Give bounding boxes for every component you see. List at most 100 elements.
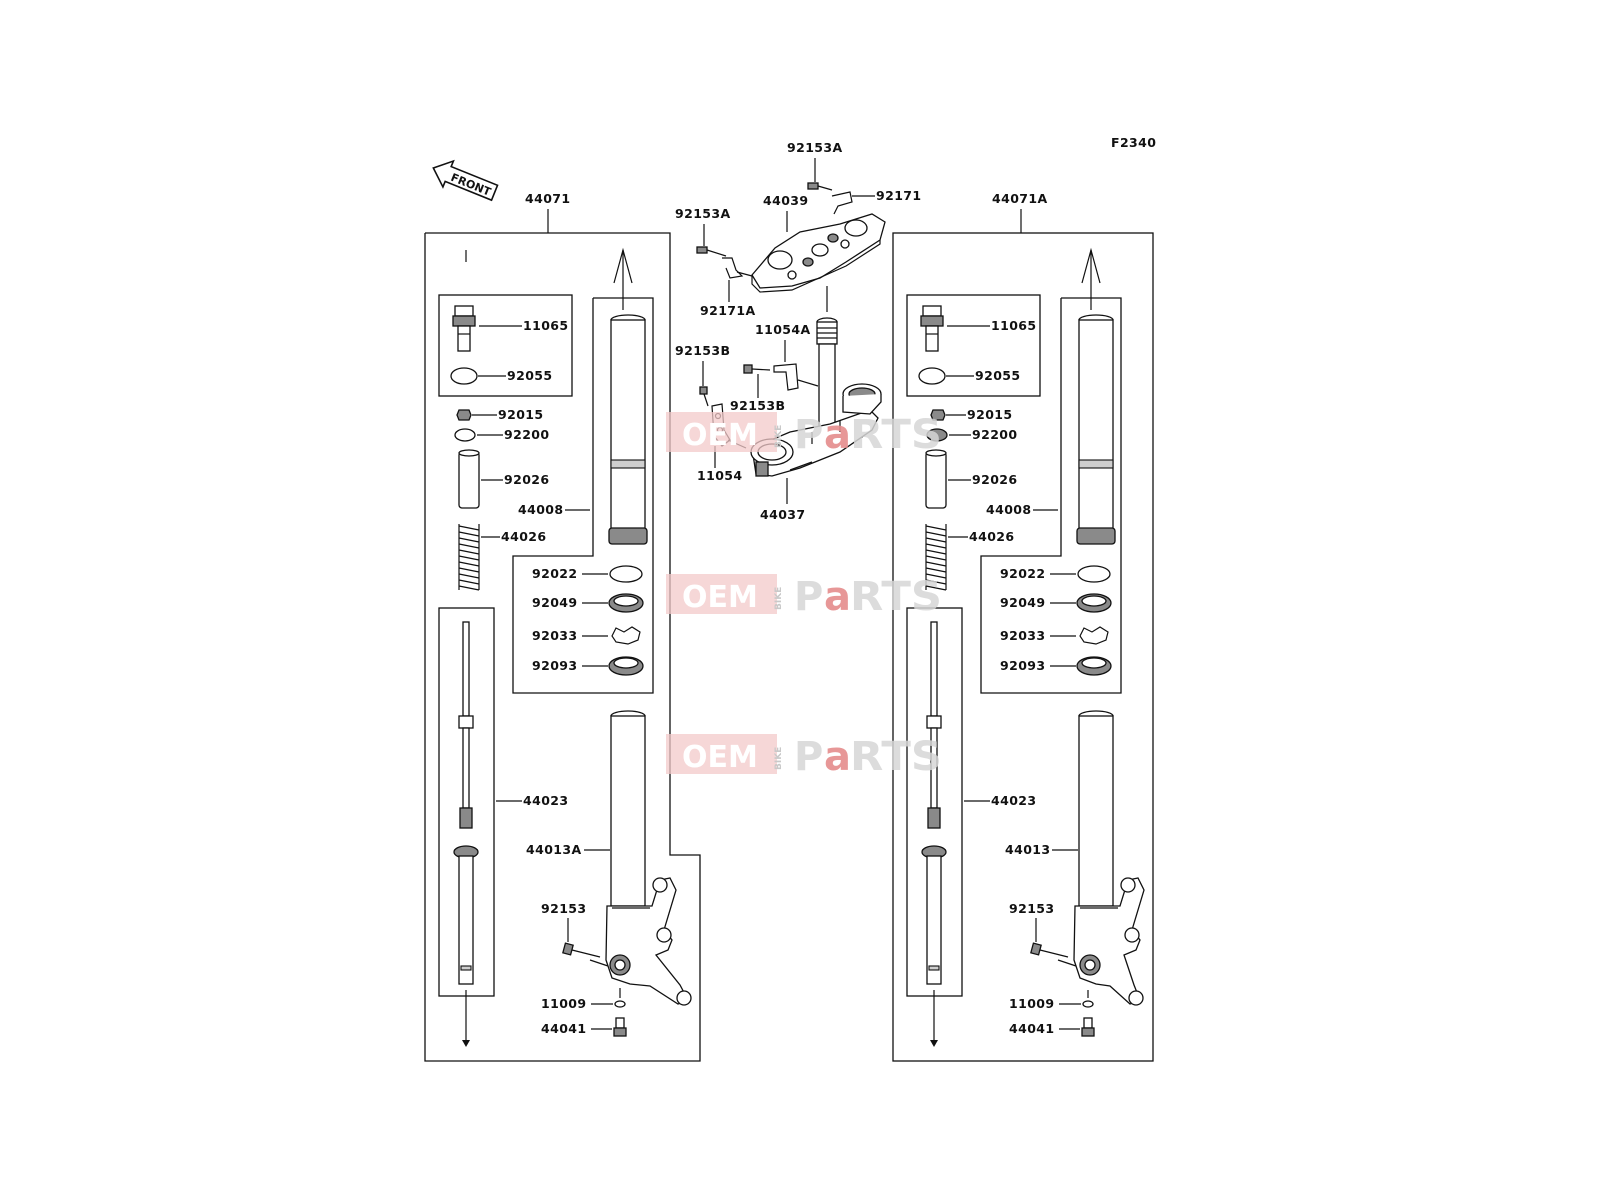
label-nut-left: 92015 <box>498 407 544 422</box>
stem-bracket-icon <box>773 363 799 391</box>
svg-text:OEM: OEM <box>682 418 758 453</box>
right-fork-assembly: 44071A 11065 92055 92015 92200 92026 <box>892 191 1154 1062</box>
upper-bracket-icon <box>751 213 886 293</box>
svg-text:P: P <box>794 574 823 620</box>
left-nut-icon <box>456 409 472 421</box>
label-dust-seal-left: 92093 <box>532 658 578 673</box>
label-bolt-top: 92153A <box>787 140 843 155</box>
label-washer-right: 92200 <box>972 427 1018 442</box>
left-spring-icon <box>458 524 480 591</box>
label-cap-bolt-left: 11065 <box>523 318 569 333</box>
svg-text:RTS: RTS <box>850 734 942 780</box>
label-inner-tube-left: 44008 <box>518 502 564 517</box>
left-gasket-icon <box>614 1000 626 1008</box>
label-bolt-left: 92153A <box>675 206 731 221</box>
label-lower-stem: 44037 <box>760 507 806 522</box>
left-oil-seal-icon <box>608 593 644 613</box>
right-oil-seal-ring-icon <box>1077 565 1111 583</box>
label-collar-right: 92026 <box>972 472 1018 487</box>
bolt-b-right-icon <box>743 364 771 374</box>
svg-text:BIKE: BIKE <box>774 747 784 770</box>
left-axle-bolt-icon <box>562 942 601 958</box>
label-washer-left: 92200 <box>504 427 550 442</box>
label-oil-seal-ring-right: 92022 <box>1000 566 1046 581</box>
label-inner-tube-right: 44008 <box>986 502 1032 517</box>
svg-text:RTS: RTS <box>850 574 942 620</box>
label-outer-tube-left: 44013A <box>526 842 582 857</box>
right-nut-icon <box>930 409 946 421</box>
steering-stem-icon <box>816 286 838 431</box>
right-o-ring-icon <box>918 367 946 385</box>
right-spring-icon <box>925 524 947 591</box>
left-bolt-icon <box>696 246 727 257</box>
label-assembly-left: 44071 <box>525 191 571 206</box>
left-assembly-frame <box>424 232 701 1062</box>
right-axle-bolt-icon <box>1030 942 1069 958</box>
label-stem-bracket: 11054A <box>755 322 811 337</box>
label-bolt-b-right: 92153B <box>730 398 785 413</box>
left-clamp-icon <box>722 257 744 279</box>
label-gasket-right: 11009 <box>1009 996 1055 1011</box>
label-oil-seal-ring-left: 92022 <box>532 566 578 581</box>
left-inner-tube-icon <box>608 314 648 545</box>
left-cap-bolt-icon <box>452 305 476 352</box>
svg-text:P: P <box>794 734 823 780</box>
watermark-1: OEM BIKE P a RTS <box>666 412 942 458</box>
right-cap-box <box>906 294 1041 397</box>
front-arrow-icon: FRONT <box>432 159 499 202</box>
label-dust-seal-right: 92093 <box>1000 658 1046 673</box>
diagram-code: F2340 <box>1111 135 1156 150</box>
right-inner-box <box>980 297 1122 694</box>
label-spring-left: 44026 <box>501 529 547 544</box>
svg-text:a: a <box>824 734 851 780</box>
right-outer-tube-icon <box>1073 710 1145 1006</box>
left-circlip-icon <box>611 626 641 645</box>
right-oil-seal-icon <box>1076 593 1112 613</box>
svg-text:RTS: RTS <box>850 412 942 458</box>
right-bottom-bolt-icon <box>1081 1017 1095 1037</box>
label-clamp-left: 92171A <box>700 303 756 318</box>
label-bottom-bolt-left: 44041 <box>541 1021 587 1036</box>
svg-text:BIKE: BIKE <box>774 425 784 448</box>
label-damper-left: 44023 <box>523 793 569 808</box>
svg-text:BIKE: BIKE <box>774 587 784 610</box>
left-dust-seal-icon <box>608 656 644 676</box>
svg-text:a: a <box>824 412 851 458</box>
left-o-ring-icon <box>450 367 478 385</box>
bolt-b-left-icon <box>699 386 709 407</box>
label-axle-bolt-right: 92153 <box>1009 901 1055 916</box>
svg-text:P: P <box>794 412 823 458</box>
svg-text:a: a <box>824 574 851 620</box>
left-fork-assembly: 44071 11065 92055 92015 92200 92026 <box>424 191 701 1062</box>
left-oil-seal-ring-icon <box>609 565 643 583</box>
label-collar-left: 92026 <box>504 472 550 487</box>
lower-stem-icon <box>750 383 882 477</box>
label-spring-right: 44026 <box>969 529 1015 544</box>
svg-text:OEM: OEM <box>682 740 758 775</box>
label-o-ring-left: 92055 <box>507 368 553 383</box>
svg-text:OEM: OEM <box>682 580 758 615</box>
right-damper-icon <box>921 621 947 1047</box>
left-inner-box <box>512 297 654 694</box>
left-washer-icon <box>454 428 476 442</box>
label-oil-seal-right: 92049 <box>1000 595 1046 610</box>
label-axle-bolt-left: 92153 <box>541 901 587 916</box>
left-damper-icon <box>453 250 479 1047</box>
label-clamp-top: 92171 <box>876 188 922 203</box>
label-circlip-right: 92033 <box>1000 628 1046 643</box>
left-bottom-bolt-icon <box>613 1017 627 1037</box>
label-bracket-small: 11054 <box>697 468 743 483</box>
right-inner-tube-icon <box>1076 314 1116 545</box>
left-cap-box <box>438 294 573 397</box>
label-bolt-b-left: 92153B <box>675 343 730 358</box>
right-circlip-icon <box>1079 626 1109 645</box>
top-clamp-icon <box>831 191 853 215</box>
label-cap-bolt-right: 11065 <box>991 318 1037 333</box>
label-damper-right: 44023 <box>991 793 1037 808</box>
label-gasket-left: 11009 <box>541 996 587 1011</box>
right-dust-seal-icon <box>1076 656 1112 676</box>
left-collar-icon <box>458 449 480 509</box>
label-oil-seal-left: 92049 <box>532 595 578 610</box>
